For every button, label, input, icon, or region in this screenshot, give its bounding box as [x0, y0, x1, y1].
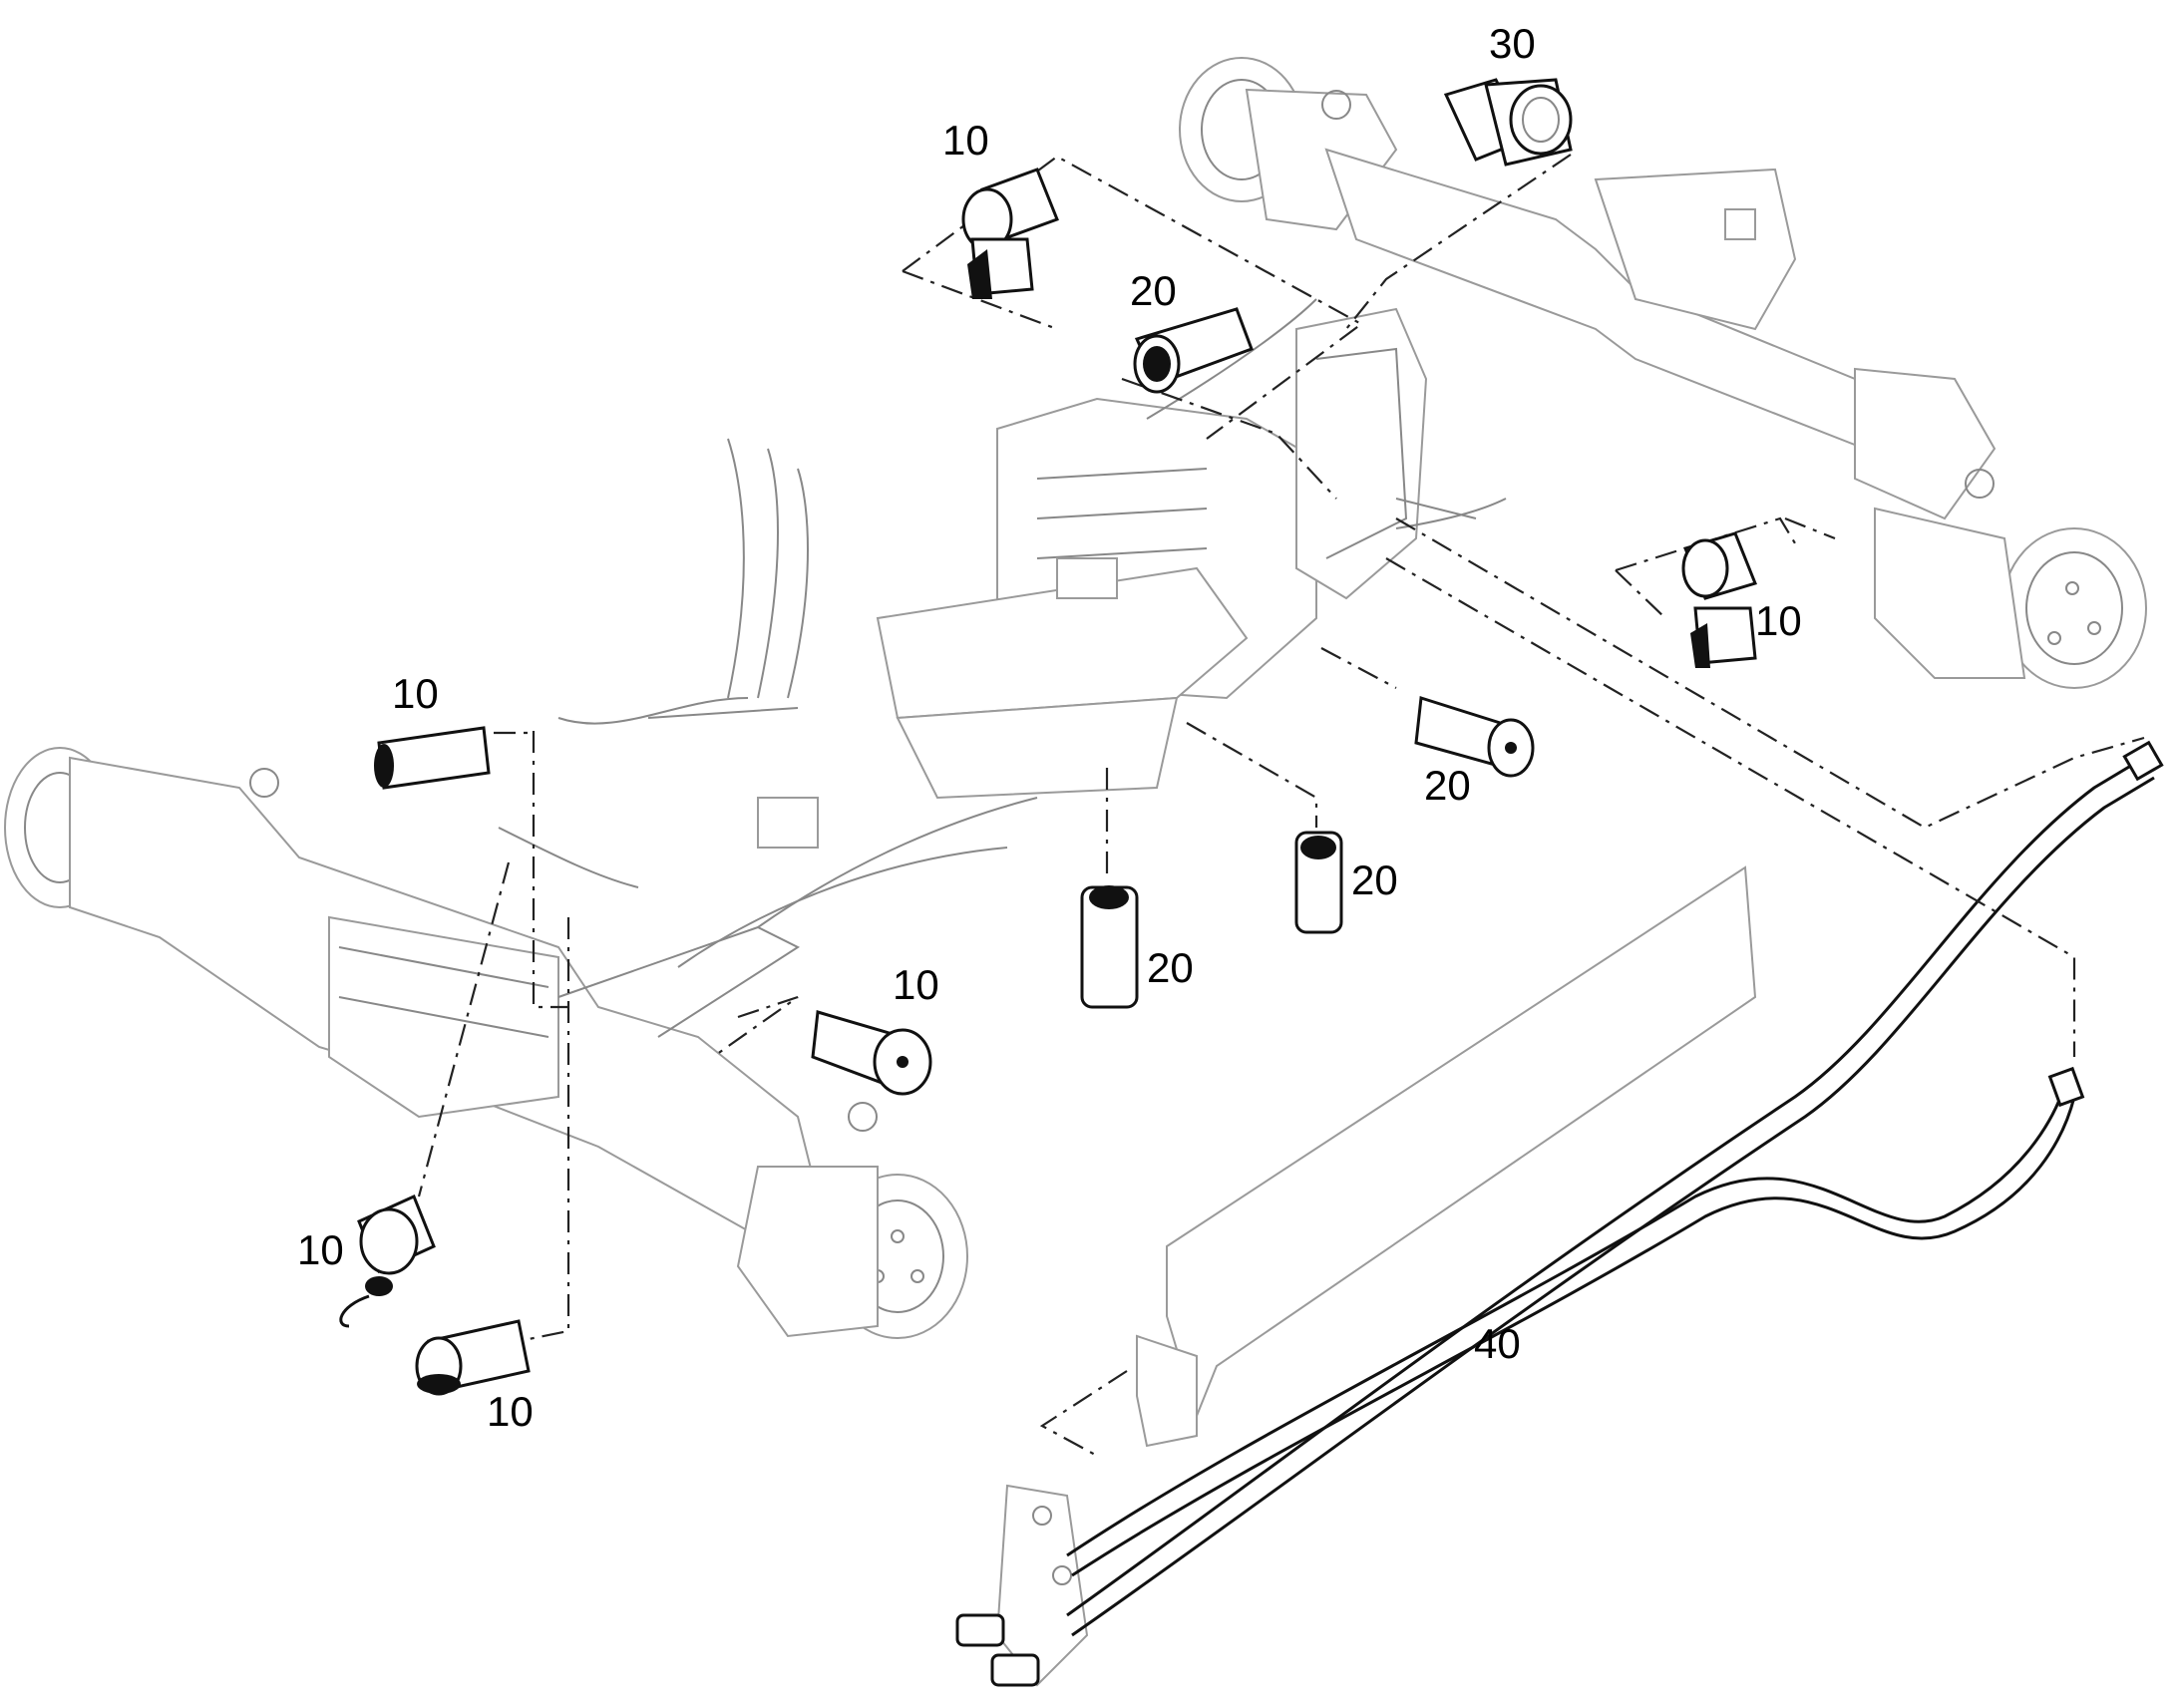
rear-axle-assembly: [1179, 57, 2147, 689]
callout-10-left-bottom: 10: [297, 1226, 344, 1273]
front-axle-assembly: [4, 747, 1038, 1339]
callout-20-top: 20: [1130, 267, 1177, 314]
leader-lines: [417, 154, 2145, 1457]
callout-20-center: 20: [1147, 944, 1194, 991]
fitting-20-center: [1080, 885, 1139, 1009]
central-valve-block: [557, 298, 1507, 849]
callout-10-center: 10: [893, 961, 939, 1008]
callout-20-mid-right: 20: [1424, 762, 1471, 809]
callout-10-top: 10: [942, 117, 989, 164]
fitting-10-center: [811, 1010, 932, 1096]
fitting-10-left-bottom: [339, 1194, 436, 1328]
fitting-10-right: [1681, 531, 1758, 668]
fitting-20-mid-right: [1414, 696, 1535, 778]
callout-10-left-top: 10: [392, 670, 439, 717]
callout-30: 30: [1489, 20, 1536, 67]
fitting-20-center-right: [1294, 831, 1343, 934]
fitting-20-top: [1133, 307, 1254, 394]
callout-labels: 30 10 20 10 20 20 20 10 10 10 10 40: [297, 20, 1802, 1435]
fitting-10-left-top: [374, 726, 491, 790]
fitting-10-top: [961, 168, 1059, 299]
fitting-10-bottom: [415, 1319, 531, 1396]
fitting-30-elbow: [1443, 78, 1573, 167]
callout-10-right: 10: [1755, 597, 1802, 644]
side-shield-and-hose: [955, 740, 2164, 1687]
callout-10-bottom: 10: [487, 1388, 534, 1435]
callout-20-center-right: 20: [1351, 856, 1398, 903]
callout-40: 40: [1474, 1320, 1521, 1367]
